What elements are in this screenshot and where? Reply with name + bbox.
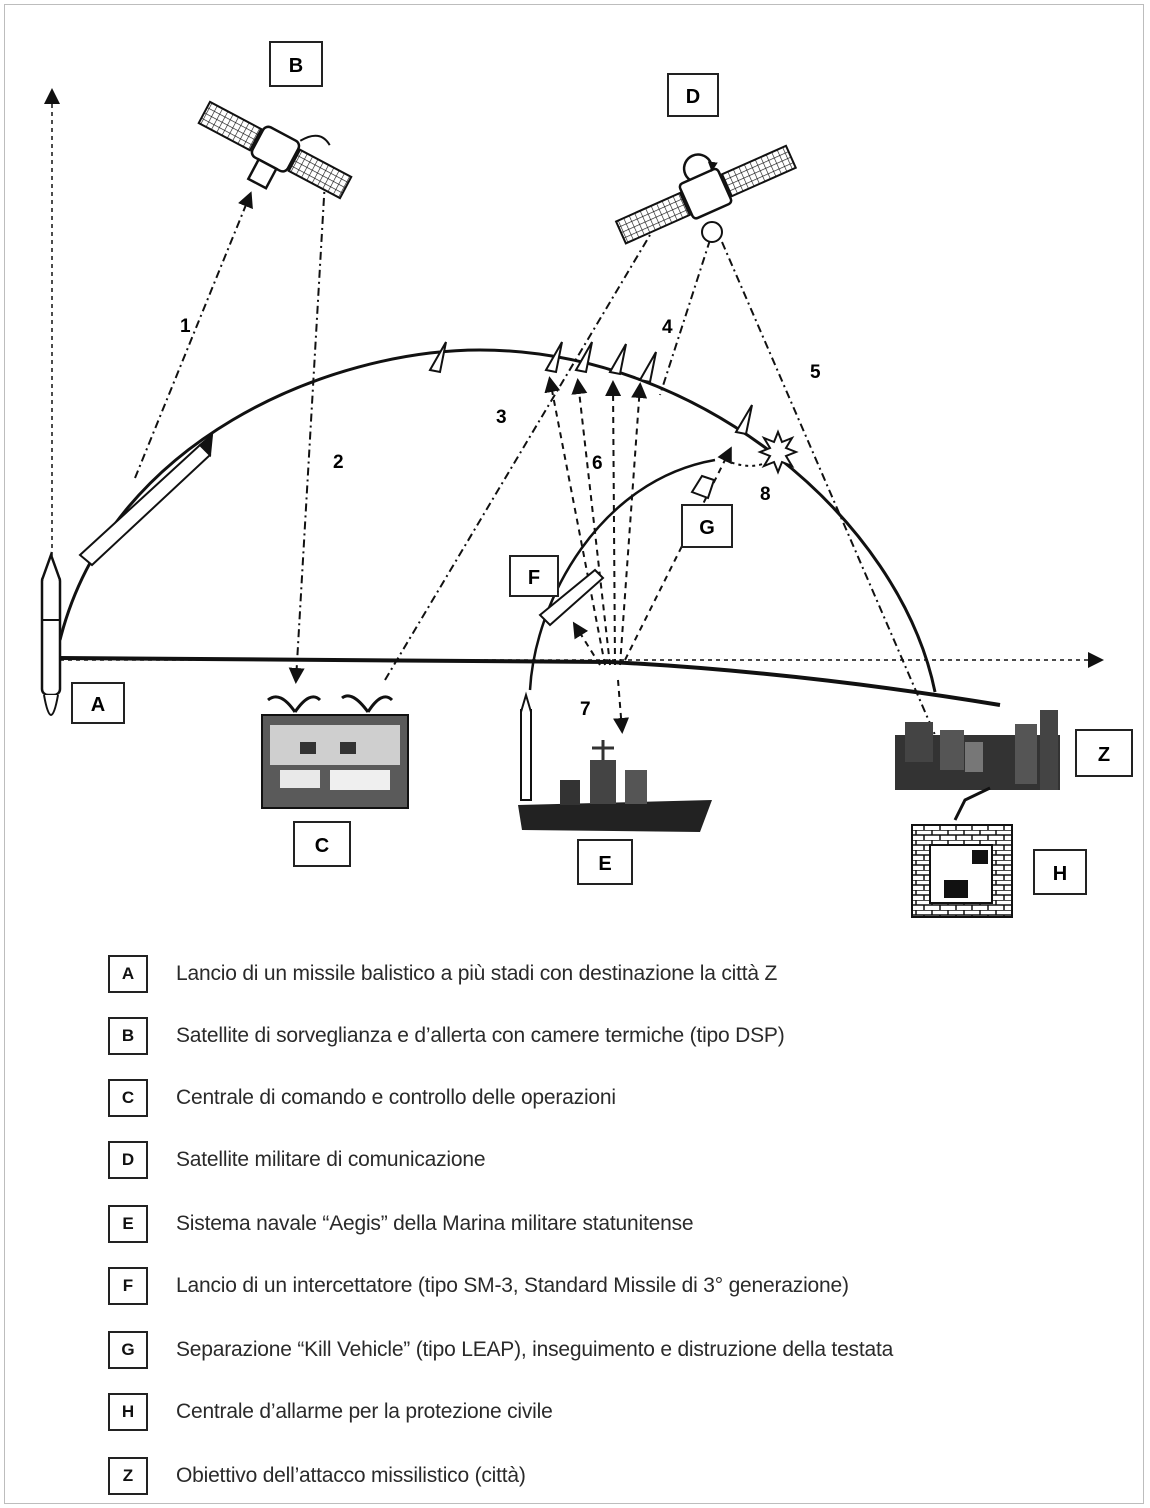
civil-protection-building-icon [911,786,1013,918]
legend-item-g: G Separazione “Kill Vehicle” (tipo LEAP)… [108,1326,893,1374]
aegis-ship-icon [518,691,712,832]
legend-key: Z [108,1457,148,1495]
step-1: 1 [180,316,191,337]
kill-vehicle-icon [690,474,716,500]
legend-key: C [108,1079,148,1117]
legend-item-f: F Lancio di un intercettatore (tipo SM-3… [108,1262,849,1310]
ballistic-trajectory [58,348,937,693]
label-z: Z [1075,729,1133,777]
legend-key: B [108,1017,148,1055]
legend-key: D [108,1141,148,1179]
legend-text: Lancio di un missile balistico a più sta… [176,962,778,985]
svg-text:E: E [598,853,611,875]
communication-links [134,179,936,736]
legend-item-a: A Lancio di un missile balistico a più s… [108,950,777,998]
label-f: F [509,555,559,597]
explosion-icon [757,429,799,475]
svg-text:B: B [289,55,303,77]
legend-item-h: H Centrale d’allarme per la protezione c… [108,1388,553,1436]
satellite-d-icon [614,144,798,245]
link-5 [721,241,936,736]
ballistic-missile-icon [40,551,62,716]
step-7: 7 [580,699,591,720]
legend-key: A [108,955,148,993]
step-6: 6 [592,453,603,474]
legend-item-z: Z Obiettivo dell’attacco missilistico (c… [108,1452,526,1500]
label-b: B [269,41,323,87]
svg-text:C: C [315,835,329,857]
missile-stage-icon [78,432,214,567]
axes [44,88,1104,707]
step-8: 8 [760,484,771,505]
legend-text: Centrale d’allarme per la protezione civ… [176,1400,553,1423]
figure-frame [4,4,1144,1504]
step-2: 2 [333,452,344,473]
svg-text:D: D [686,86,700,108]
label-d: D [667,73,719,117]
label-g: G [681,504,733,548]
label-c: C [293,821,351,867]
legend-item-d: D Satellite militare di comunicazione [108,1136,486,1184]
legend-key: G [108,1331,148,1369]
earth-surface [59,656,1001,707]
legend-text: Separazione “Kill Vehicle” (tipo LEAP), … [176,1338,894,1361]
legend-text: Lancio di un intercettatore (tipo SM-3, … [176,1274,849,1297]
step-5: 5 [810,362,821,383]
link-1 [134,191,253,479]
legend-text: Satellite militare di comunicazione [176,1148,486,1171]
step-3: 3 [496,407,507,428]
legend-item-b: B Satellite di sorveglianza e d’allerta … [108,1012,785,1060]
interceptor-trajectory [528,458,716,691]
svg-text:Z: Z [1098,744,1110,766]
link-3 [384,234,651,681]
legend-key: E [108,1205,148,1243]
link-2 [288,179,326,684]
svg-text:F: F [528,567,540,589]
warhead-icons [428,341,753,436]
interceptor-icon [538,568,605,627]
label-h: H [1033,849,1087,895]
svg-text:A: A [91,694,105,716]
legend-key: H [108,1393,148,1431]
svg-text:G: G [699,517,715,539]
command-center-icon [261,694,409,809]
city-skyline-icon [895,710,1060,790]
missile-defense-diagram: A B C D E F G H Z 1 2 3 4 5 6 7 8 [40,41,1133,918]
label-e: E [577,839,633,885]
svg-text:H: H [1053,863,1067,885]
label-a: A [71,682,125,724]
legend-key: F [108,1267,148,1305]
radar-links [544,376,732,734]
satellite-b-icon [197,100,353,200]
legend-item-e: E Sistema navale “Aegis” della Marina mi… [108,1200,694,1248]
step-4: 4 [662,317,673,338]
legend-text: Satellite di sorveglianza e d’allerta co… [176,1024,785,1047]
legend-text: Obiettivo dell’attacco missilistico (cit… [176,1464,526,1487]
legend-text: Sistema navale “Aegis” della Marina mili… [176,1212,694,1235]
legend-item-c: C Centrale di comando e controllo delle … [108,1074,616,1122]
legend-text: Centrale di comando e controllo delle op… [176,1086,616,1109]
